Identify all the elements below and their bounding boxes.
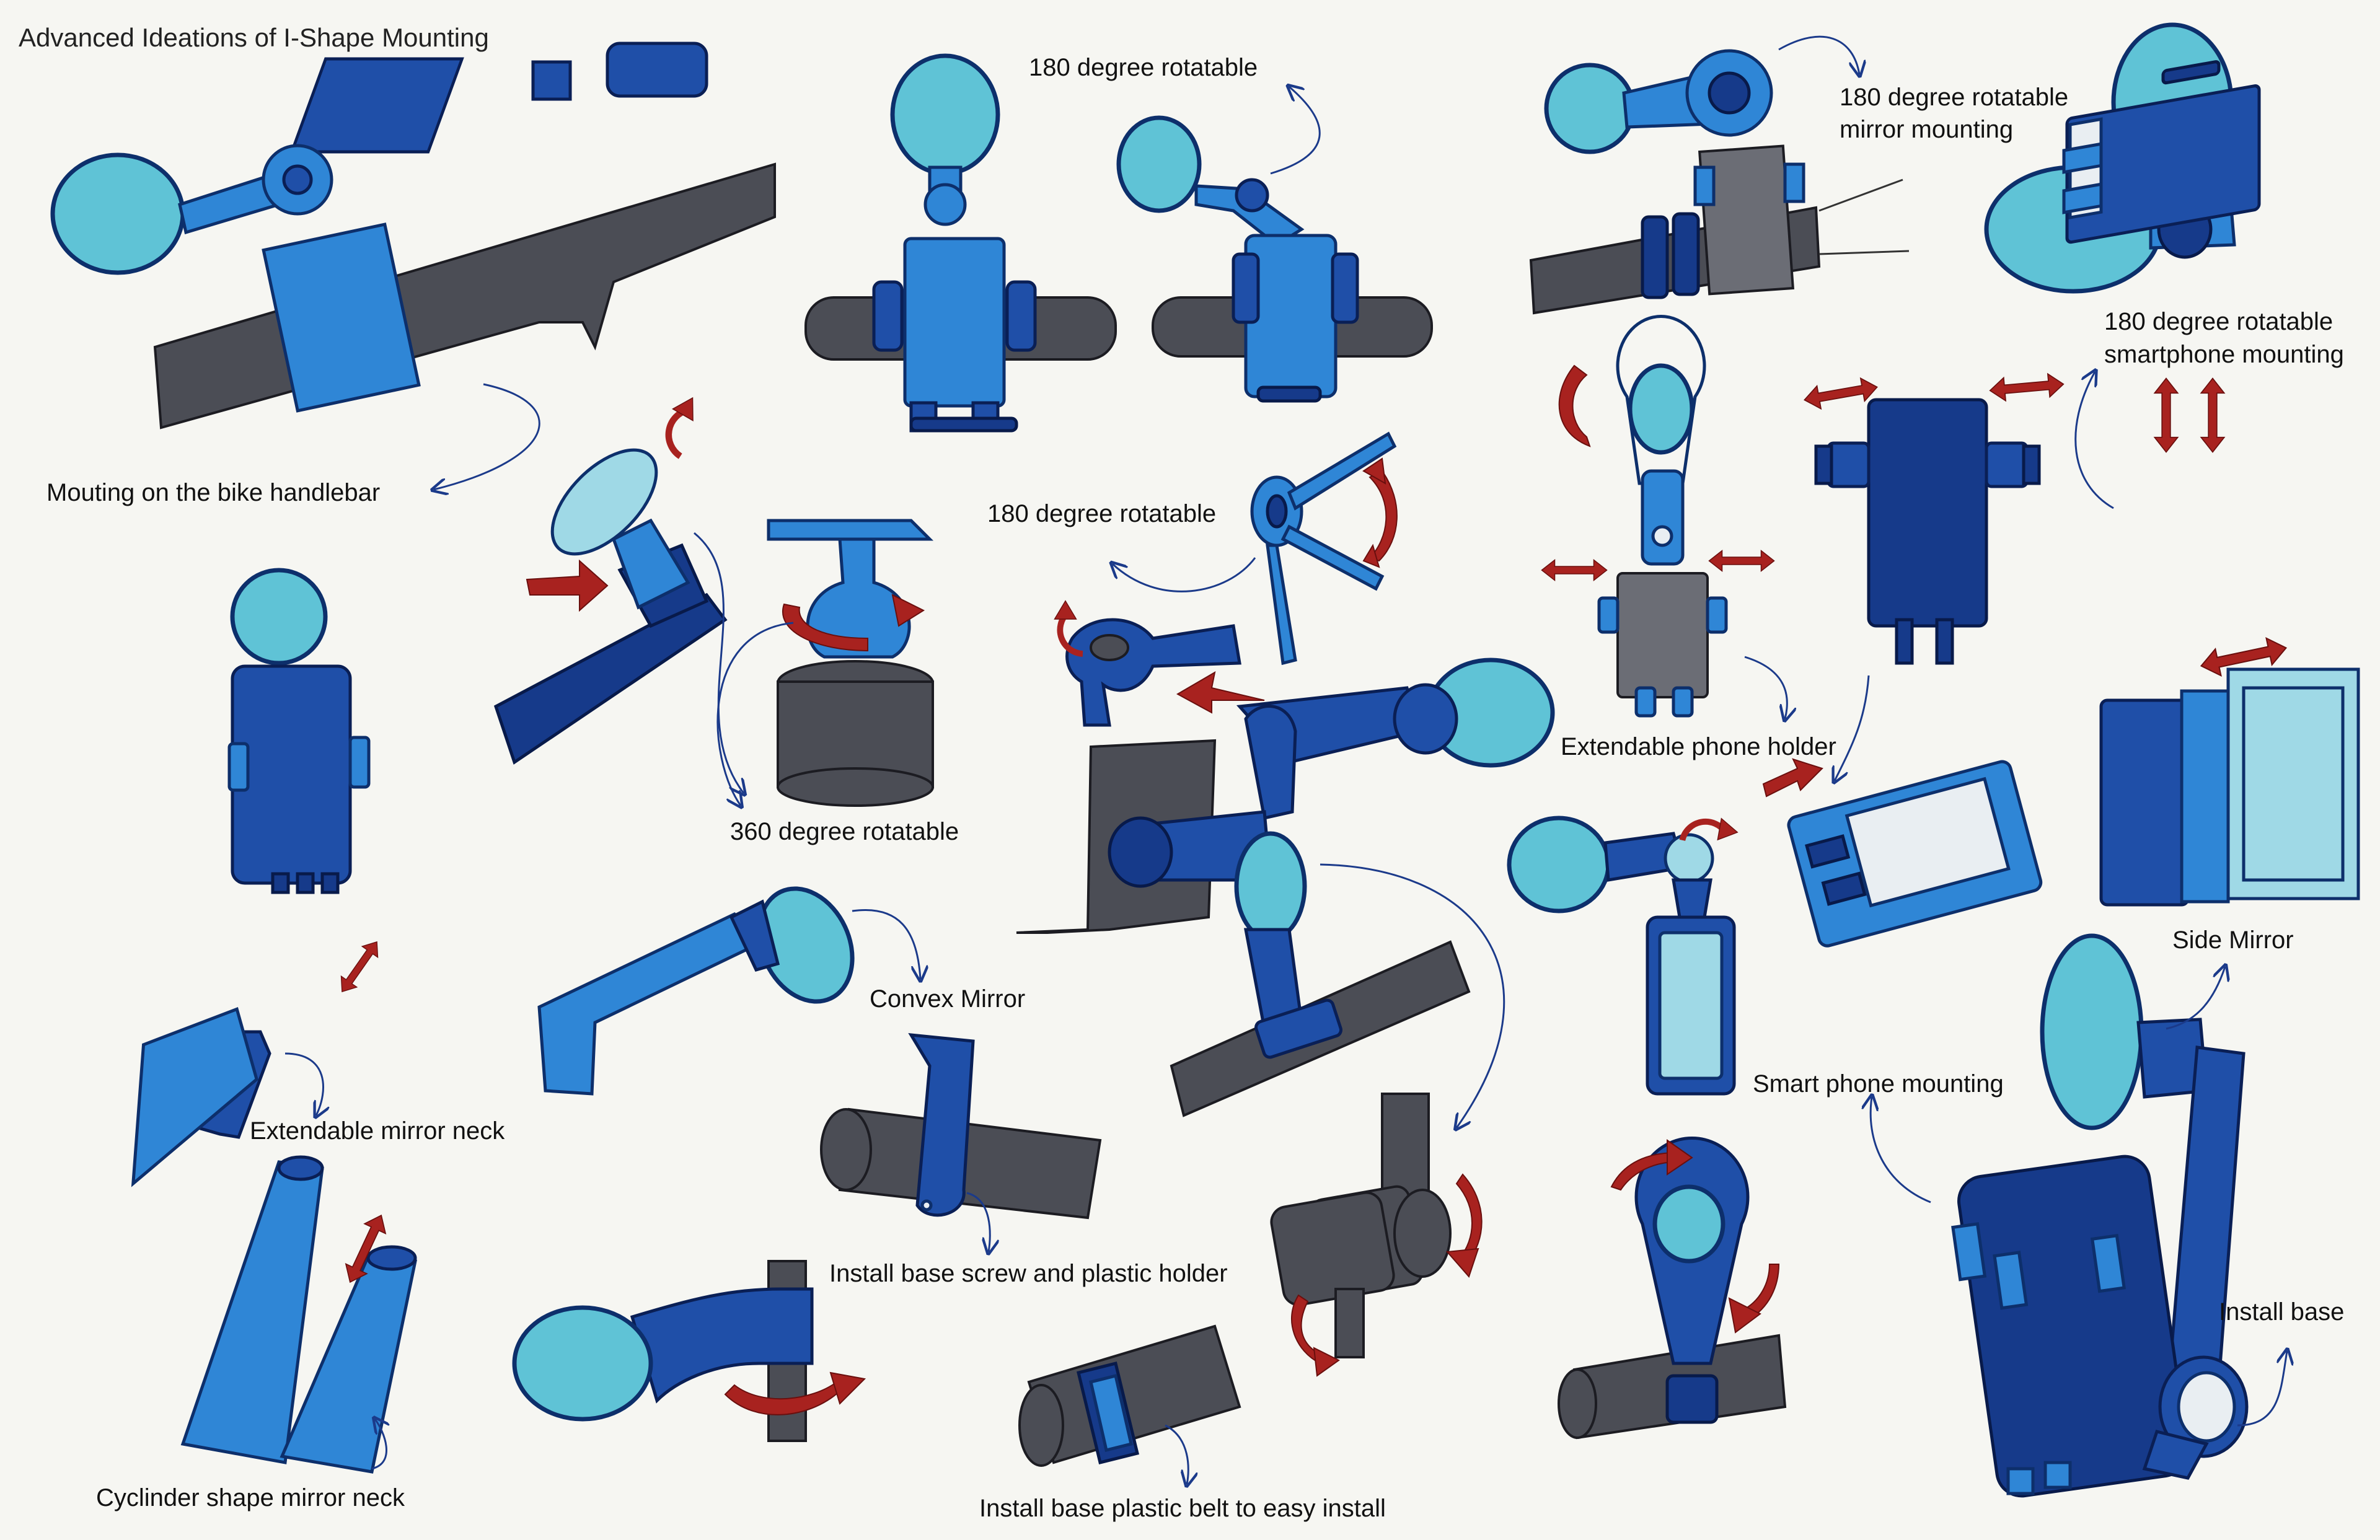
leader-arrow-icon	[2166, 967, 2225, 1030]
sketch-install-screw-holder	[820, 1033, 1102, 1252]
label-cylinder-neck: Cyclinder shape mirror neck	[96, 1484, 405, 1511]
leader-arrow-icon	[284, 1052, 324, 1115]
label-plastic-belt: Install base plastic belt to easy instal…	[979, 1495, 1386, 1522]
sketch-clamp-mirror	[512, 1260, 866, 1442]
sketch-cylinder-joint	[1270, 1093, 1483, 1377]
sketch-round-clamp-mirror	[1558, 1136, 1787, 1440]
label-extendable-neck: Extendable mirror neck	[250, 1117, 505, 1145]
leader-arrow-icon	[1113, 557, 1256, 592]
leader-arrow-icon	[434, 383, 540, 490]
sketch-cylinder-neck	[180, 1155, 417, 1474]
sketch-phone-holder-arms	[1802, 372, 2065, 781]
label-extendable-phone: Extendable phone holder	[1561, 733, 1836, 760]
sketch-convex-mirror	[537, 886, 920, 1096]
leader-arrow-icon	[1778, 35, 1859, 74]
label-install-screw: Install base screw and plastic holder	[829, 1260, 1228, 1287]
leader-arrow-icon	[1835, 675, 1870, 781]
sketch-rotatable-clip	[1113, 431, 1398, 666]
leader-arrow-icon	[2237, 1351, 2287, 1427]
sketch-extendable-neck	[131, 936, 386, 1187]
label-rot360: 360 degree rotatable	[730, 818, 959, 845]
leader-arrow-icon	[1744, 656, 1787, 719]
sketch-pivot-head	[1055, 601, 1265, 727]
sketch-articulated-arm	[1016, 658, 1555, 1128]
sketch-extendable-phone-holder	[1541, 315, 1787, 719]
leader-arrow-icon	[1270, 87, 1321, 175]
sketch-rotatable-mirror-mount	[1529, 35, 1910, 315]
sketch-side-mirror-phone	[1951, 933, 2287, 1498]
label-convex: Convex Mirror	[870, 985, 1025, 1013]
leader-arrow-icon	[372, 1419, 386, 1470]
leader-arrow-icon	[1320, 863, 1505, 1128]
sketch-mirror-front	[227, 568, 371, 894]
sketch-handlebar-mount	[50, 42, 776, 490]
page-title: Advanced Ideations of I-Shape Mounting	[19, 23, 489, 52]
label-rot180-phone-2: smartphone mounting	[2104, 341, 2344, 368]
sketch-rotatable-smartphone	[2062, 60, 2261, 509]
label-rot180-phone-1: 180 degree rotatable	[2104, 308, 2333, 335]
label-rot180-top: 180 degree rotatable	[1029, 54, 1258, 81]
label-smart-phone: Smart phone mounting	[1753, 1070, 2004, 1098]
leader-arrow-icon	[694, 532, 744, 793]
label-rot180-mid: 180 degree rotatable	[987, 500, 1216, 527]
sketch-front-mount	[804, 53, 1117, 433]
label-handlebar: Mouting on the bike handlebar	[46, 479, 380, 506]
leader-arrow-icon	[1165, 1424, 1188, 1484]
leader-arrow-icon	[1871, 1097, 1931, 1203]
sketch-boxed-phone-holder	[1787, 760, 2043, 948]
sketch-plastic-belt-base	[1018, 1324, 1241, 1484]
leader-arrow-icon	[966, 1192, 990, 1252]
leader-arrow-icon	[2074, 372, 2114, 509]
sketch-smart-phone-mounting	[1507, 758, 1823, 1096]
label-side-mirror: Side Mirror	[2172, 926, 2294, 954]
sketch-rotating-cup-mount	[493, 392, 744, 793]
sketch-side-mount	[1116, 87, 1433, 403]
leader-arrow-icon	[852, 909, 920, 979]
label-rot180-mirror-2: mirror mounting	[1840, 116, 2013, 143]
sketch-360-rotatable	[716, 519, 934, 806]
sketch-folding-phone-holder	[2099, 633, 2360, 907]
label-install-base: Install base	[2219, 1298, 2344, 1326]
label-rot180-mirror-1: 180 degree rotatable	[1840, 84, 2068, 111]
leader-arrow-icon	[716, 622, 794, 806]
